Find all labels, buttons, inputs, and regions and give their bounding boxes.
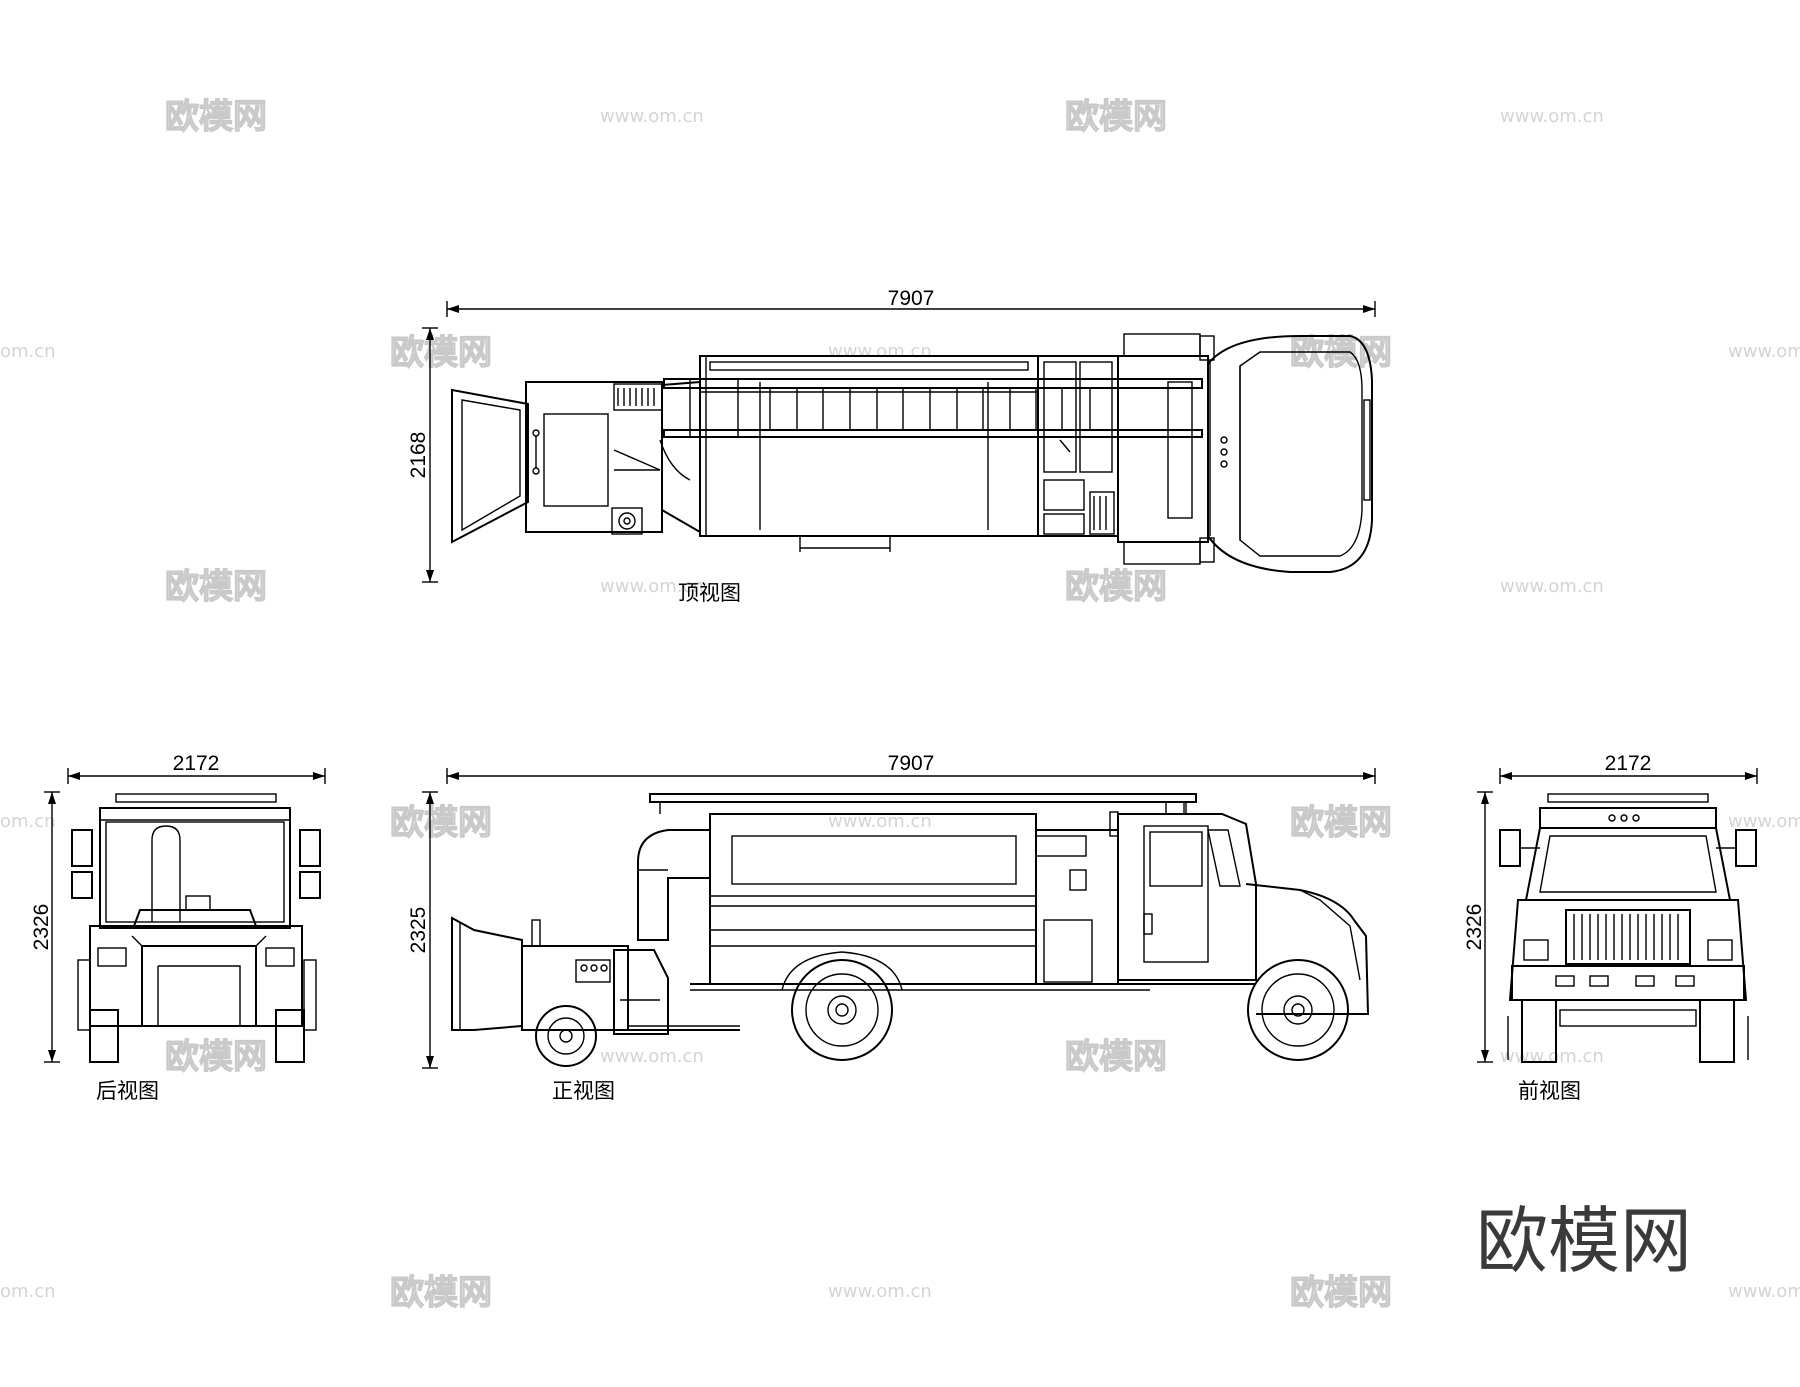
top-view-caption: 顶视图: [678, 581, 741, 605]
watermark-brand: 欧模网: [1065, 567, 1167, 607]
watermark-url: om.cn: [0, 1281, 56, 1302]
front-view-width-dimension: 2172: [1499, 752, 1758, 784]
front-view-height-dimension: 2326: [1463, 791, 1493, 1063]
watermark-brand: 欧模网: [165, 97, 267, 137]
rear-view-width-label: 2172: [173, 752, 220, 775]
rear-view-caption: 后视图: [96, 1079, 159, 1103]
front-view-width-label: 2172: [1605, 752, 1652, 775]
top-view-width-dimension: 2168: [407, 327, 438, 583]
front-view: 2172 2326: [1463, 752, 1758, 1103]
front-view-caption: 前视图: [1518, 1079, 1581, 1103]
top-view: 7907 2168: [407, 287, 1376, 605]
front-view-truck-outline: [1499, 793, 1757, 1063]
side-view-caption: 正视图: [552, 1079, 615, 1103]
watermark-url: www.om.cn: [1728, 1281, 1800, 1302]
side-view-length-label: 7907: [888, 752, 935, 775]
watermark-url: om.cn: [0, 341, 56, 362]
side-view-height-label: 2325: [407, 907, 430, 954]
watermark-brand: 欧模网: [1065, 1037, 1167, 1077]
side-view-height-dimension: 2325: [407, 791, 438, 1069]
watermark-url: www.om.cn: [1728, 811, 1800, 832]
rear-view-width-dimension: 2172: [67, 752, 326, 784]
rear-view: 2172 2326: [30, 752, 326, 1103]
watermark-url: www.om.cn: [1500, 106, 1604, 127]
watermark-url: www.om.cn: [828, 1281, 932, 1302]
watermark-brand: 欧模网: [165, 1037, 267, 1077]
watermark-brand: 欧模网: [390, 1273, 492, 1313]
watermark-url: www.om.cn: [600, 1046, 704, 1067]
watermark-brand: 欧模网: [390, 333, 492, 373]
watermark-brand: 欧模网: [1290, 1273, 1392, 1313]
watermark-url: om.cn: [0, 811, 56, 832]
watermark-url: www.om.cn: [828, 341, 932, 362]
top-view-length-label: 7907: [888, 287, 935, 310]
top-view-length-dimension: 7907: [446, 287, 1376, 317]
watermark-url: www.om.cn: [600, 576, 704, 597]
watermark-url: www.om.cn: [600, 106, 704, 127]
rear-view-height-label: 2326: [30, 904, 53, 951]
watermark-brand: 欧模网: [390, 803, 492, 843]
top-view-width-label: 2168: [407, 432, 430, 479]
top-view-truck-outline: [451, 333, 1373, 573]
side-view-truck-outline: [451, 793, 1370, 1067]
watermark-url: www.om.cn: [1728, 341, 1800, 362]
side-view: 7907 2325: [407, 752, 1376, 1103]
watermark-brand: 欧模网: [1290, 333, 1392, 373]
watermark-brand: 欧模网: [1065, 97, 1167, 137]
rear-view-truck-outline: [71, 793, 321, 1063]
watermark-url: www.om.cn: [1500, 576, 1604, 597]
watermark-url: www.om.cn: [828, 811, 932, 832]
side-view-length-dimension: 7907: [446, 752, 1376, 784]
brand-logo: 欧模网: [1476, 1199, 1692, 1283]
front-view-height-label: 2326: [1463, 904, 1486, 951]
watermark-brand: 欧模网: [1290, 803, 1392, 843]
watermark-brand: 欧模网: [165, 567, 267, 607]
watermark-layer: 欧模网 www.om.cn 欧模网 www.om.cn om.cn 欧模网 ww…: [0, 96, 1800, 1313]
rear-view-height-dimension: 2326: [30, 791, 60, 1063]
watermark-url: www.om.cn: [1500, 1046, 1604, 1067]
